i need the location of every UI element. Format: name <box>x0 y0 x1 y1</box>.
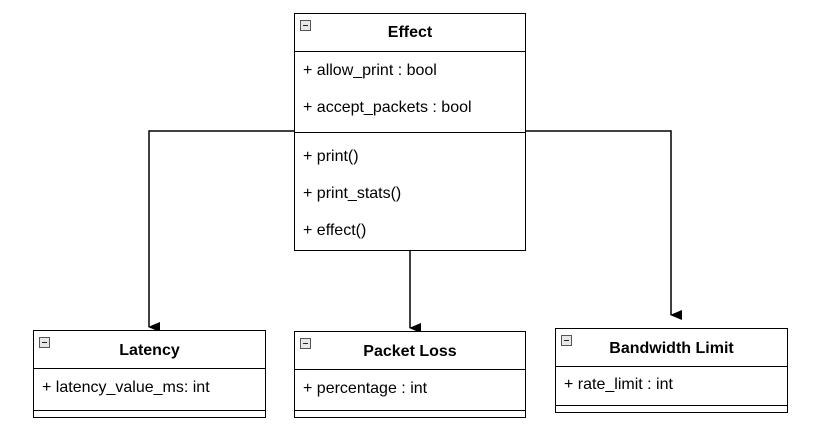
divider <box>295 410 525 411</box>
collapse-icon[interactable] <box>300 20 311 31</box>
divider <box>295 132 525 133</box>
class-packet-loss-title: Packet Loss <box>363 343 457 360</box>
class-bandwidth-limit[interactable]: Bandwidth Limit + rate_limit : int <box>555 328 788 413</box>
attribute: + rate_limit : int <box>564 376 673 393</box>
class-packet-loss[interactable]: Packet Loss + percentage : int <box>294 331 526 418</box>
class-effect-title: Effect <box>387 24 433 41</box>
attribute: + latency_value_ms: int <box>42 379 210 396</box>
class-bandwidth-limit-title: Bandwidth Limit <box>609 340 734 357</box>
method: + print_stats() <box>303 185 402 202</box>
edge-effect-to-bandwidth-limit <box>526 130 682 320</box>
class-bandwidth-limit-header: Bandwidth Limit <box>556 329 787 367</box>
class-latency[interactable]: Latency + latency_value_ms: int <box>33 330 266 418</box>
attribute: + percentage : int <box>303 380 428 397</box>
collapse-icon[interactable] <box>561 335 572 346</box>
class-latency-title: Latency <box>119 342 180 359</box>
class-packet-loss-header: Packet Loss <box>295 332 525 370</box>
attribute: + allow_print : bool <box>303 62 437 79</box>
method: + effect() <box>303 222 367 239</box>
method: + print() <box>303 148 359 165</box>
collapse-icon[interactable] <box>39 337 50 348</box>
class-effect-header: Effect <box>295 14 525 52</box>
edge-effect-to-latency <box>148 130 294 332</box>
class-effect[interactable]: Effect + allow_print : bool + accept_pac… <box>294 13 526 251</box>
divider <box>556 405 787 406</box>
class-latency-header: Latency <box>34 331 265 369</box>
attribute: + accept_packets : bool <box>303 99 472 116</box>
collapse-icon[interactable] <box>300 338 311 349</box>
divider <box>34 410 265 411</box>
